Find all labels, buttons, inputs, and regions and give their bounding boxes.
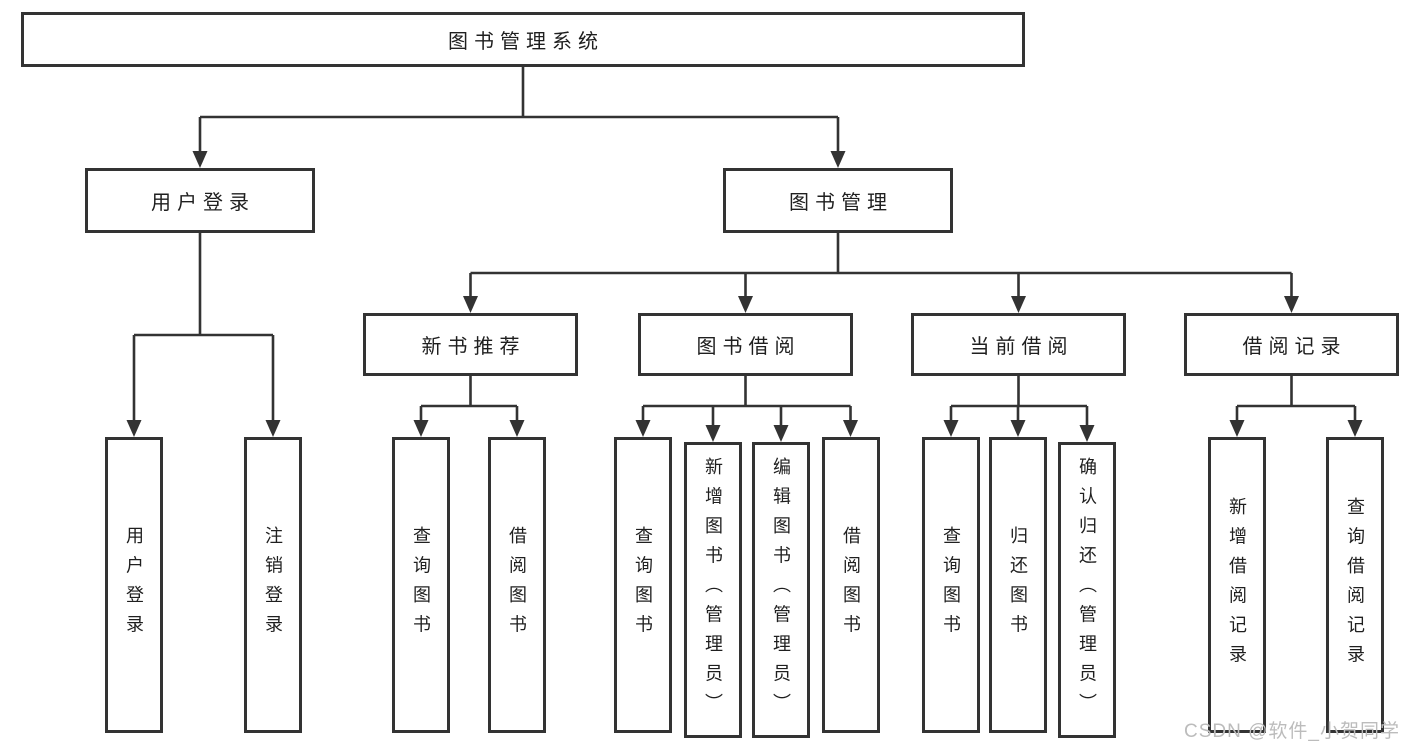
watermark: CSDN @软件_小贺同学: [1184, 721, 1400, 742]
leaf-cb-confirm-return-label: 确认归还（管理员）: [1077, 457, 1097, 723]
node-borrow-record: 借阅记录: [1184, 313, 1399, 376]
arrow-down-icon: [830, 151, 846, 168]
arrow-down-icon: [705, 425, 721, 442]
arrow-down-icon: [265, 420, 281, 437]
connector-book-mgmt-to-level3: [469, 233, 1293, 299]
leaf-br-query-record: 查询借阅记录: [1326, 437, 1384, 733]
arrow-down-icon: [1011, 296, 1026, 313]
arrow-down-icon: [1284, 296, 1299, 313]
arrow-down-icon: [126, 420, 142, 437]
leaf-bb-add-book-label: 新增图书（管理员）: [703, 457, 723, 723]
arrow-down-icon: [635, 420, 651, 437]
leaf-bb-borrow-book-label: 借阅图书: [841, 526, 861, 644]
leaf-bb-add-book: 新增图书（管理员）: [684, 442, 742, 738]
node-root-label: 图书管理系统: [448, 31, 604, 53]
leaf-nb-borrow-book: 借阅图书: [488, 437, 546, 733]
arrow-down-icon: [773, 425, 789, 442]
arrow-down-icon: [463, 296, 478, 313]
node-book-borrow: 图书借阅: [638, 313, 853, 376]
node-new-book-rec-label: 新书推荐: [421, 336, 526, 358]
leaf-cb-query-book: 查询图书: [922, 437, 980, 733]
leaf-br-add-record: 新增借阅记录: [1208, 437, 1266, 733]
leaf-bb-edit-book: 编辑图书（管理员）: [752, 442, 810, 738]
arrow-down-icon: [509, 420, 525, 437]
node-new-book-rec: 新书推荐: [363, 313, 578, 376]
node-book-borrow-label: 图书借阅: [696, 336, 801, 358]
arrow-down-icon: [413, 420, 429, 437]
connector-borrow-record-to-leaves: [1235, 376, 1357, 423]
leaf-br-query-record-label: 查询借阅记录: [1345, 496, 1365, 674]
arrowheads: [126, 151, 1363, 442]
connector-root-to-level2: [198, 67, 840, 154]
leaf-logout: 注销登录: [244, 437, 302, 733]
leaf-cb-return-book-label: 归还图书: [1008, 526, 1028, 644]
leaf-bb-edit-book-label: 编辑图书（管理员）: [771, 457, 791, 723]
connector-new-book-rec-to-leaves: [419, 376, 519, 423]
leaf-bb-query-book: 查询图书: [614, 437, 672, 733]
arrow-down-icon: [1347, 420, 1363, 437]
node-user-login-label: 用户登录: [151, 192, 255, 214]
leaf-bb-query-book-label: 查询图书: [633, 526, 653, 644]
node-user-login: 用户登录: [85, 168, 315, 233]
leaf-bb-borrow-book: 借阅图书: [822, 437, 880, 733]
node-borrow-record-label: 借阅记录: [1242, 336, 1347, 358]
node-current-borrow: 当前借阅: [911, 313, 1126, 376]
arrow-down-icon: [1010, 420, 1026, 437]
arrow-down-icon: [192, 151, 208, 168]
leaf-nb-query-book-label: 查询图书: [411, 526, 431, 644]
node-book-mgmt: 图书管理: [723, 168, 953, 233]
leaf-cb-return-book: 归还图书: [989, 437, 1047, 733]
leaf-nb-borrow-book-label: 借阅图书: [507, 526, 527, 644]
leaf-user-login-label: 用户登录: [124, 526, 144, 644]
node-root: 图书管理系统: [21, 12, 1025, 67]
leaf-user-login: 用户登录: [105, 437, 163, 733]
connector-current-borrow-to-leaves: [949, 376, 1089, 428]
leaf-cb-confirm-return: 确认归还（管理员）: [1058, 442, 1116, 738]
node-current-borrow-label: 当前借阅: [969, 336, 1074, 358]
arrow-down-icon: [738, 296, 753, 313]
connector-user-login-to-leaves: [132, 233, 275, 423]
arrow-down-icon: [843, 420, 858, 437]
arrow-down-icon: [1079, 425, 1095, 442]
leaf-br-add-record-label: 新增借阅记录: [1227, 496, 1247, 674]
node-book-mgmt-label: 图书管理: [789, 192, 893, 214]
leaf-cb-query-book-label: 查询图书: [941, 526, 961, 644]
arrow-down-icon: [1229, 420, 1245, 437]
leaf-nb-query-book: 查询图书: [392, 437, 450, 733]
arrow-down-icon: [943, 420, 959, 437]
connector-book-borrow-to-leaves: [641, 376, 852, 428]
leaf-logout-label: 注销登录: [263, 526, 283, 644]
